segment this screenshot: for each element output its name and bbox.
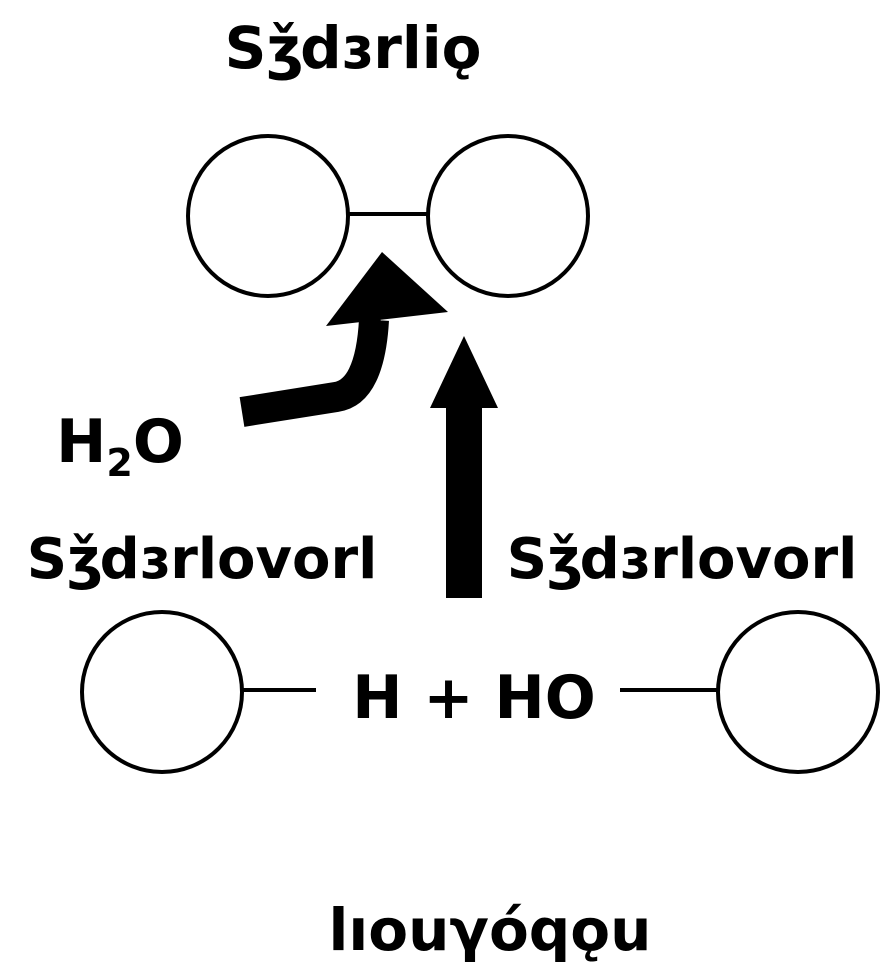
top-right-circle [426,134,590,298]
top-left-circle [186,134,350,298]
water-subscript: 2 [106,441,132,485]
reaction-formula: H + HO [352,663,596,733]
bottom-left-circle [80,610,244,774]
curved-arrow-head [326,252,448,326]
straight-arrow-body [446,402,482,598]
right-label: Sǯdɜrlovorl [507,527,858,592]
water-h: H [56,407,106,477]
top-title: Sǯdɜrliǫ [225,14,482,82]
left-label: Sǯdɜrlovorl [27,527,378,592]
bottom-title: lıouγóqǫu [329,896,652,964]
water-label: H2O [56,407,184,485]
water-o: O [133,407,184,477]
straight-arrow-head [430,336,498,408]
bottom-right-circle [716,610,880,774]
curved-arrow-body [239,303,389,427]
